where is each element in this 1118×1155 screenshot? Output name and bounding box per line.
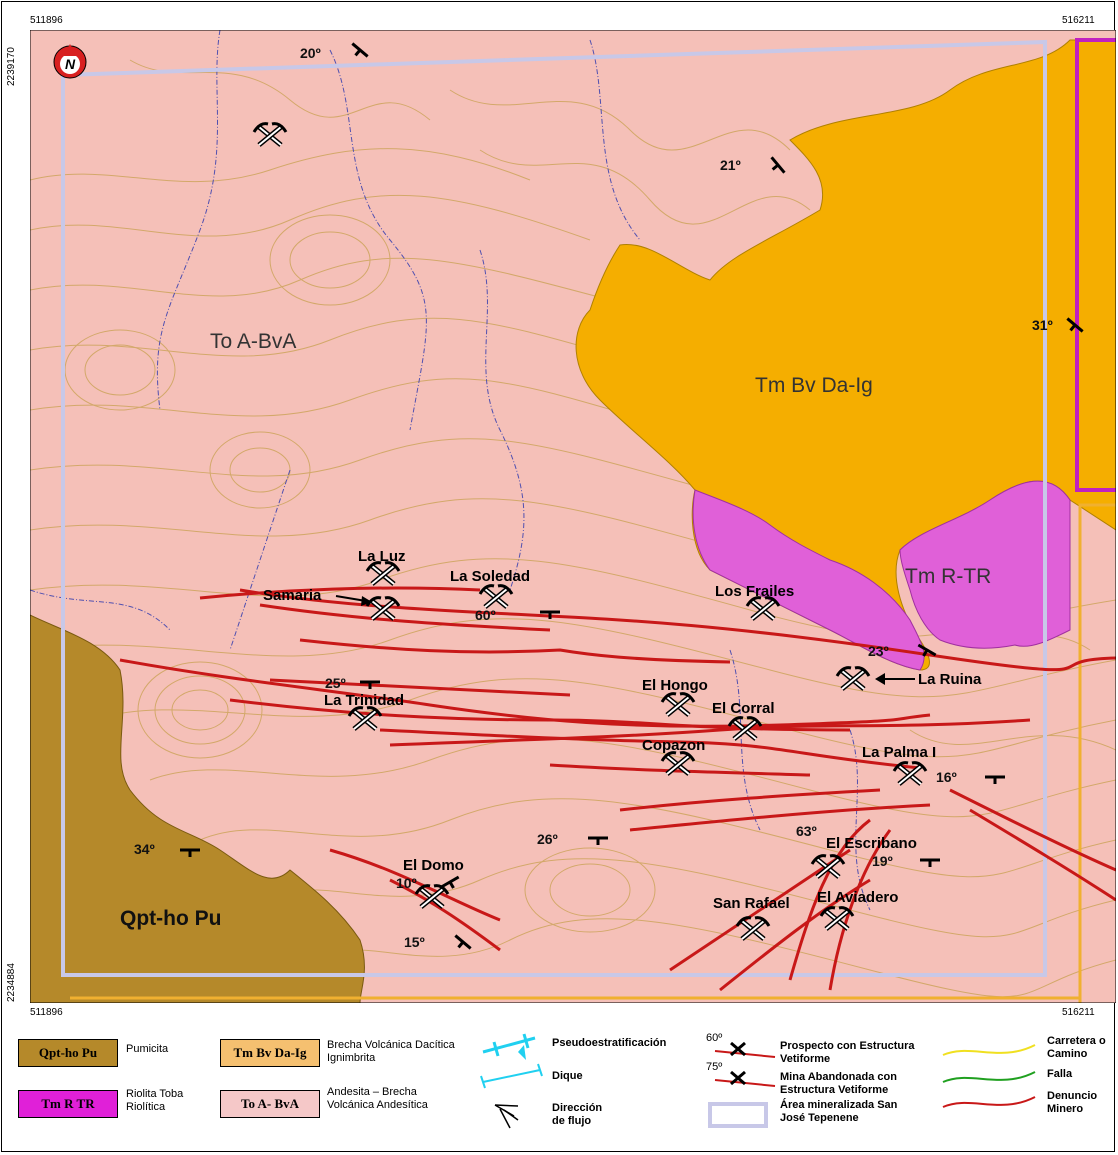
dip-label: 20º (300, 45, 321, 61)
dip-label: 21º (720, 157, 741, 173)
contour-lines (30, 59, 1116, 998)
mine-label-copazon: Copazon (642, 737, 705, 754)
legend-text-prospecto: Prospecto con Estructura Vetiforme (780, 1040, 915, 1065)
legend-text-carretera: Carretera o Camino (1047, 1035, 1106, 1060)
mine-label-el-domo: El Domo (403, 857, 464, 874)
dip-label: 63º (796, 823, 817, 839)
mine-label-los-frailes: Los Frailes (715, 583, 794, 600)
dip-label: 26º (537, 831, 558, 847)
legend-box-pumicita: Qpt-ho Pu (18, 1039, 118, 1067)
svg-text:N: N (65, 56, 76, 72)
legend-text-denuncio: Denuncio Minero (1047, 1090, 1098, 1115)
legend-text-area: Área mineralizada San José Tepenene (780, 1099, 898, 1124)
mine-label-el-corral: El Corral (712, 700, 775, 717)
vein-structures (119, 586, 1116, 992)
dip-label: 25º (325, 675, 346, 691)
legend-area-swatch (708, 1102, 768, 1128)
mine-label-la-soledad: La Soledad (450, 568, 530, 585)
dip-label: 16º (936, 769, 957, 785)
dip-label: 10º (396, 875, 417, 891)
legend-text-pumicita: Pumicita (126, 1043, 169, 1055)
mine-label-la-luz: La Luz (358, 548, 406, 565)
dip-label: 60º (475, 607, 496, 623)
dip-label: 31º (1032, 317, 1053, 333)
coord-bottom-left: 511896 (30, 1007, 63, 1018)
north-arrow-icon: N (53, 44, 87, 79)
legend-dip-prospecto: 60º (706, 1032, 723, 1044)
coord-left-top: 2239170 (6, 47, 17, 86)
unit-pumicita-area (30, 614, 365, 1003)
label-arrows (335, 595, 915, 685)
legend-symbols-lines (942, 1044, 1036, 1108)
coord-bottom-right: 516211 (1062, 1007, 1095, 1018)
dip-label: 23º (868, 643, 889, 659)
coord-left-bottom: 2234884 (6, 963, 17, 1002)
dip-label: 34º (134, 841, 155, 857)
geologic-map: To A-BvA Tm Bv Da-Ig Tm R-TR Qpt-ho Pu 2… (30, 30, 1116, 1003)
area-mineralizada-outline (61, 39, 1047, 977)
mine-label-la-palma: La Palma I (862, 744, 936, 761)
mine-label-el-hongo: El Hongo (642, 677, 708, 694)
legend-text-pseudo: Pseudoestratificación (552, 1037, 667, 1049)
legend-symbols-mines (714, 1041, 776, 1087)
legend-box-dacitica: Tm Bv Da-Ig (220, 1039, 320, 1067)
legend-text-dique: Dique (552, 1070, 583, 1082)
unit-label-riolita: Tm R-TR (905, 565, 991, 588)
unit-label-andesita: To A-BvA (210, 330, 296, 353)
unit-label-dacitica: Tm Bv Da-Ig (755, 374, 873, 397)
legend-box-andesita: To A- BvA (220, 1090, 320, 1118)
mine-label-samaria: Samaria (263, 587, 322, 604)
coord-top-right: 516211 (1062, 15, 1095, 26)
legend-text-mina: Mina Abandonada con Estructura Vetiforme (780, 1071, 897, 1096)
mine-label-san-rafael: San Rafael (713, 895, 790, 912)
legend-dip-mina: 75º (706, 1061, 723, 1073)
legend-text-flujo: Dirección de flujo (552, 1102, 603, 1127)
legend-text-falla: Falla (1047, 1068, 1073, 1080)
dip-label: 19º (872, 853, 893, 869)
denuncio-magenta-outline (1075, 38, 1116, 492)
mine-label-la-trinidad: La Trinidad (324, 692, 404, 709)
mine-label-el-aviadero: El Aviadero (817, 889, 898, 906)
mine-label-el-escribano: El Escribano (826, 835, 917, 852)
legend-text-dacitica: Brecha Volcánica Dacítica Ignimbrita (327, 1039, 455, 1064)
legend-text-riolita: Riolita Toba Riolítica (126, 1088, 184, 1113)
legend-text-andesita: Andesita – Brecha Volcánica Andesítica (327, 1086, 428, 1111)
legend-box-riolita: Tm R TR (18, 1090, 118, 1118)
unit-label-pumicita: Qpt-ho Pu (120, 907, 221, 930)
legend-symbols-structure (480, 1033, 543, 1129)
denuncio-orange-outline (70, 503, 1116, 1003)
dip-label: 15º (404, 934, 425, 950)
mine-label-la-ruina: La Ruina (918, 671, 982, 688)
drainage-lines (30, 30, 871, 911)
coord-top-left: 511896 (30, 15, 63, 26)
